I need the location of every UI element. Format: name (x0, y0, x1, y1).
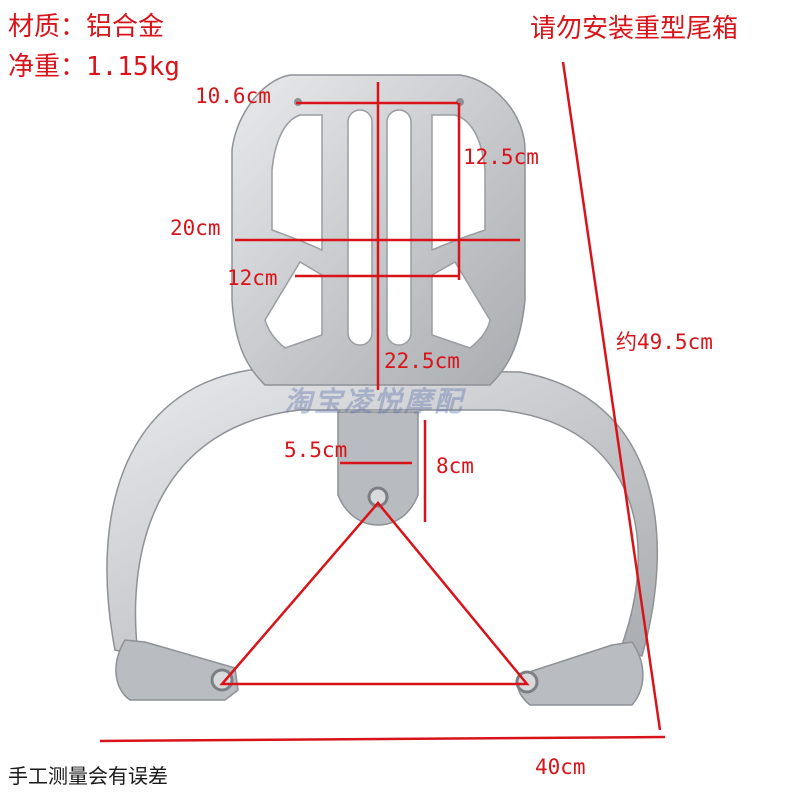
shop-watermark: 淘宝凌悦摩配 (284, 385, 465, 418)
dim-overall-length: 约49.5cm (616, 330, 713, 354)
left-foot-bolt (210, 668, 234, 692)
dim-frame-height: 22.5cm (384, 349, 460, 373)
dim-top-width: 10.6cm (195, 84, 271, 108)
center-tab-bolt (367, 486, 389, 508)
line-overall-width (99, 735, 666, 743)
line-overall-length (561, 61, 662, 731)
dim-lower-width: 12cm (227, 266, 278, 290)
dim-tab-width: 5.5cm (284, 438, 348, 462)
rack-lower-loop (106, 369, 658, 657)
dim-overall-width: 40cm (535, 755, 586, 779)
rack-center-tab (337, 411, 419, 526)
rack-right-foot (517, 641, 644, 706)
dim-tab-height: 8cm (436, 454, 474, 478)
bolt-triangle (219, 501, 530, 686)
measurement-note: 手工测量会有误差 (8, 764, 168, 788)
dim-frame-width: 20cm (170, 216, 221, 240)
weight-label: 净重：1.15kg (8, 52, 180, 82)
warning-label: 请勿安装重型尾箱 (530, 14, 739, 44)
measurement-lines (99, 61, 666, 743)
material-label: 材质：铝合金 (8, 12, 165, 42)
dim-upper-height: 12.5cm (463, 145, 539, 169)
rack-left-foot (115, 639, 239, 701)
